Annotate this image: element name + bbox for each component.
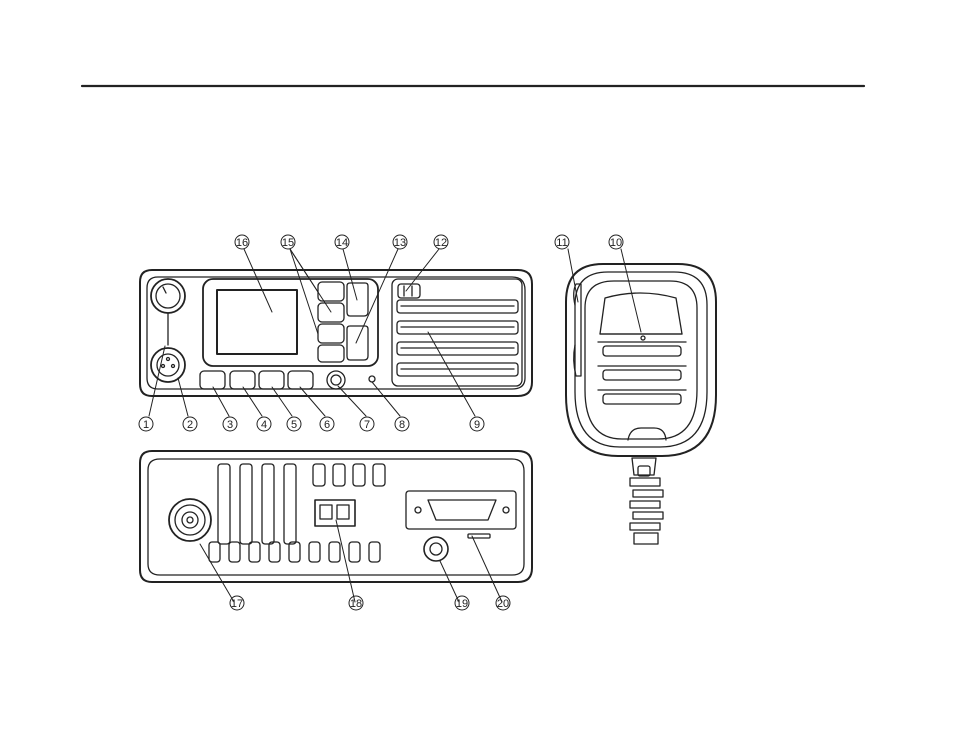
mic-grille <box>598 293 686 440</box>
callout-1: 1 <box>139 417 153 431</box>
front-panel <box>140 249 532 416</box>
callout-20: 20 <box>496 596 510 610</box>
callout-13-label: 13 <box>394 237 406 249</box>
callout-9-label: 9 <box>474 419 480 431</box>
mic-connector <box>151 348 185 382</box>
callout-13: 13 <box>393 235 407 249</box>
function-keys <box>200 371 375 389</box>
callout-19: 19 <box>455 596 469 610</box>
callout-5: 5 <box>287 417 301 431</box>
callout-16: 16 <box>235 235 249 249</box>
callouts: 16 15 14 13 12 11 10 1 2 3 4 5 6 7 8 9 1… <box>139 235 623 610</box>
callout-14: 14 <box>335 235 349 249</box>
callout-7: 7 <box>360 417 374 431</box>
antenna-connector <box>169 499 211 541</box>
speaker-grille <box>392 279 522 386</box>
callout-16-label: 16 <box>236 237 248 249</box>
callout-7-label: 7 <box>364 419 370 431</box>
speaker-jack <box>424 534 490 561</box>
callout-3: 3 <box>223 417 237 431</box>
leader-lines-mic <box>568 249 641 332</box>
volume-knob <box>151 279 185 345</box>
rear-panel <box>140 451 532 602</box>
callout-6-label: 6 <box>324 419 330 431</box>
callout-4-label: 4 <box>261 419 267 431</box>
callout-17-label: 17 <box>231 598 243 610</box>
callout-8-label: 8 <box>399 419 405 431</box>
side-keys <box>318 282 368 362</box>
callout-19-label: 19 <box>456 598 468 610</box>
callout-4: 4 <box>257 417 271 431</box>
cooling-fins <box>209 464 385 562</box>
callout-17: 17 <box>230 596 244 610</box>
callout-12-label: 12 <box>435 237 447 249</box>
callout-14-label: 14 <box>336 237 348 249</box>
microphone <box>566 249 716 544</box>
callout-6: 6 <box>320 417 334 431</box>
callout-1-label: 1 <box>143 419 149 431</box>
callout-10: 10 <box>609 235 623 249</box>
callout-11: 11 <box>555 235 569 249</box>
callout-18-label: 18 <box>350 598 362 610</box>
leader-lines-front <box>149 249 475 416</box>
callout-2-label: 2 <box>187 419 193 431</box>
display <box>203 279 378 366</box>
accessory-port <box>406 491 516 529</box>
mic-cord <box>630 458 663 544</box>
callout-8: 8 <box>395 417 409 431</box>
callout-2: 2 <box>183 417 197 431</box>
callout-15: 15 <box>281 235 295 249</box>
leader-lines-rear <box>200 520 502 602</box>
callout-18: 18 <box>349 596 363 610</box>
callout-3-label: 3 <box>227 419 233 431</box>
callout-9: 9 <box>470 417 484 431</box>
callout-10-label: 10 <box>610 237 622 249</box>
callout-5-label: 5 <box>291 419 297 431</box>
callout-15-label: 15 <box>282 237 294 249</box>
power-connector <box>315 500 355 526</box>
callout-20-label: 20 <box>497 598 509 610</box>
callout-12: 12 <box>434 235 448 249</box>
callout-11-label: 11 <box>556 237 567 249</box>
